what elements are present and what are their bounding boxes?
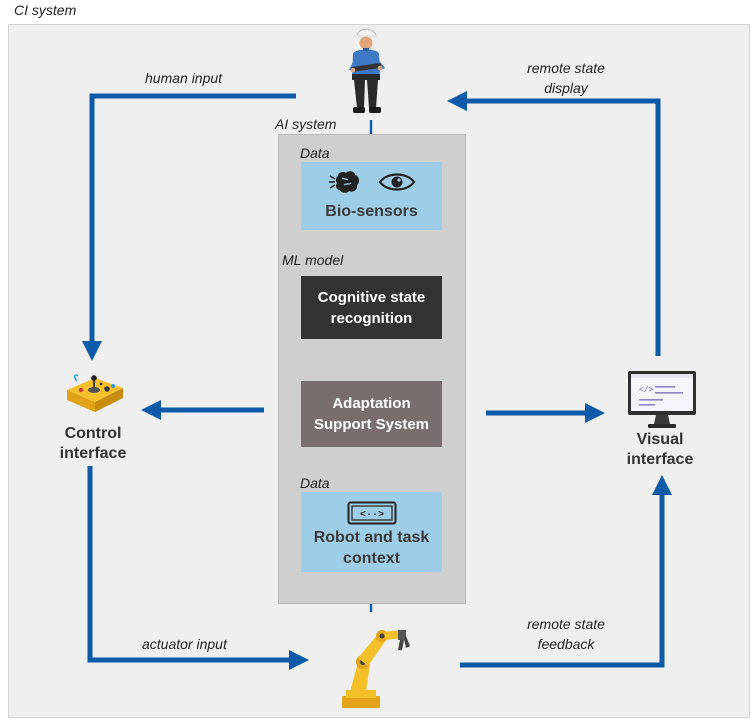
bio-sensors-label: Bio-sensors <box>325 203 418 220</box>
adaptation-line1: Adaptation <box>332 395 411 412</box>
brain-icon <box>328 171 359 193</box>
cognitive-state-line2: recognition <box>330 309 413 327</box>
code-window-icon: <··> <box>347 501 397 525</box>
data-label-top: Data <box>300 145 330 161</box>
control-interface-label-2: interface <box>59 445 127 462</box>
adaptation-support-box: Adaptation Support System <box>301 381 442 447</box>
remote-state-feedback-label-1: remote state <box>527 616 605 632</box>
visual-interface-label-2: interface <box>626 451 694 468</box>
robot-context-line1: Robot and task <box>313 529 430 546</box>
human-input-label: human input <box>145 70 223 86</box>
operator-icon <box>349 28 385 113</box>
monitor-icon: </> <box>628 371 696 428</box>
svg-text:</>: </> <box>639 386 654 395</box>
actuator-input-label: actuator input <box>142 636 227 652</box>
data-label-bottom: Data <box>300 475 330 491</box>
remote-state-display-label-2: display <box>544 80 588 96</box>
bio-sensors-box: Bio-sensors <box>301 162 442 230</box>
control-interface-label-1: Control <box>64 425 122 442</box>
visual-interface-label-1: Visual <box>636 431 684 448</box>
ai-system-label: AI system <box>275 116 337 132</box>
svg-text:<··>: <··> <box>360 510 384 521</box>
ci-system-title: CI system <box>14 2 77 18</box>
ml-model-label: ML model <box>282 252 344 268</box>
remote-state-feedback-label-2: feedback <box>537 636 595 652</box>
control-panel-icon <box>67 374 123 412</box>
adaptation-line2: Support System <box>313 416 430 433</box>
cognitive-state-box: Cognitive state recognition <box>301 276 442 339</box>
cognitive-state-line1: Cognitive state <box>317 288 426 306</box>
remote-state-display-arrow <box>447 91 661 356</box>
actuator-input-arrow <box>87 466 309 670</box>
remote-state-feedback-arrow <box>460 475 672 668</box>
human-input-arrow <box>82 93 296 361</box>
eye-icon <box>378 173 415 191</box>
remote-state-display-label-1: remote state <box>527 60 605 76</box>
robot-context-line2: context <box>343 550 400 567</box>
robot-arm-icon <box>342 630 410 708</box>
robot-context-box: <··> Robot and task context <box>301 492 442 572</box>
